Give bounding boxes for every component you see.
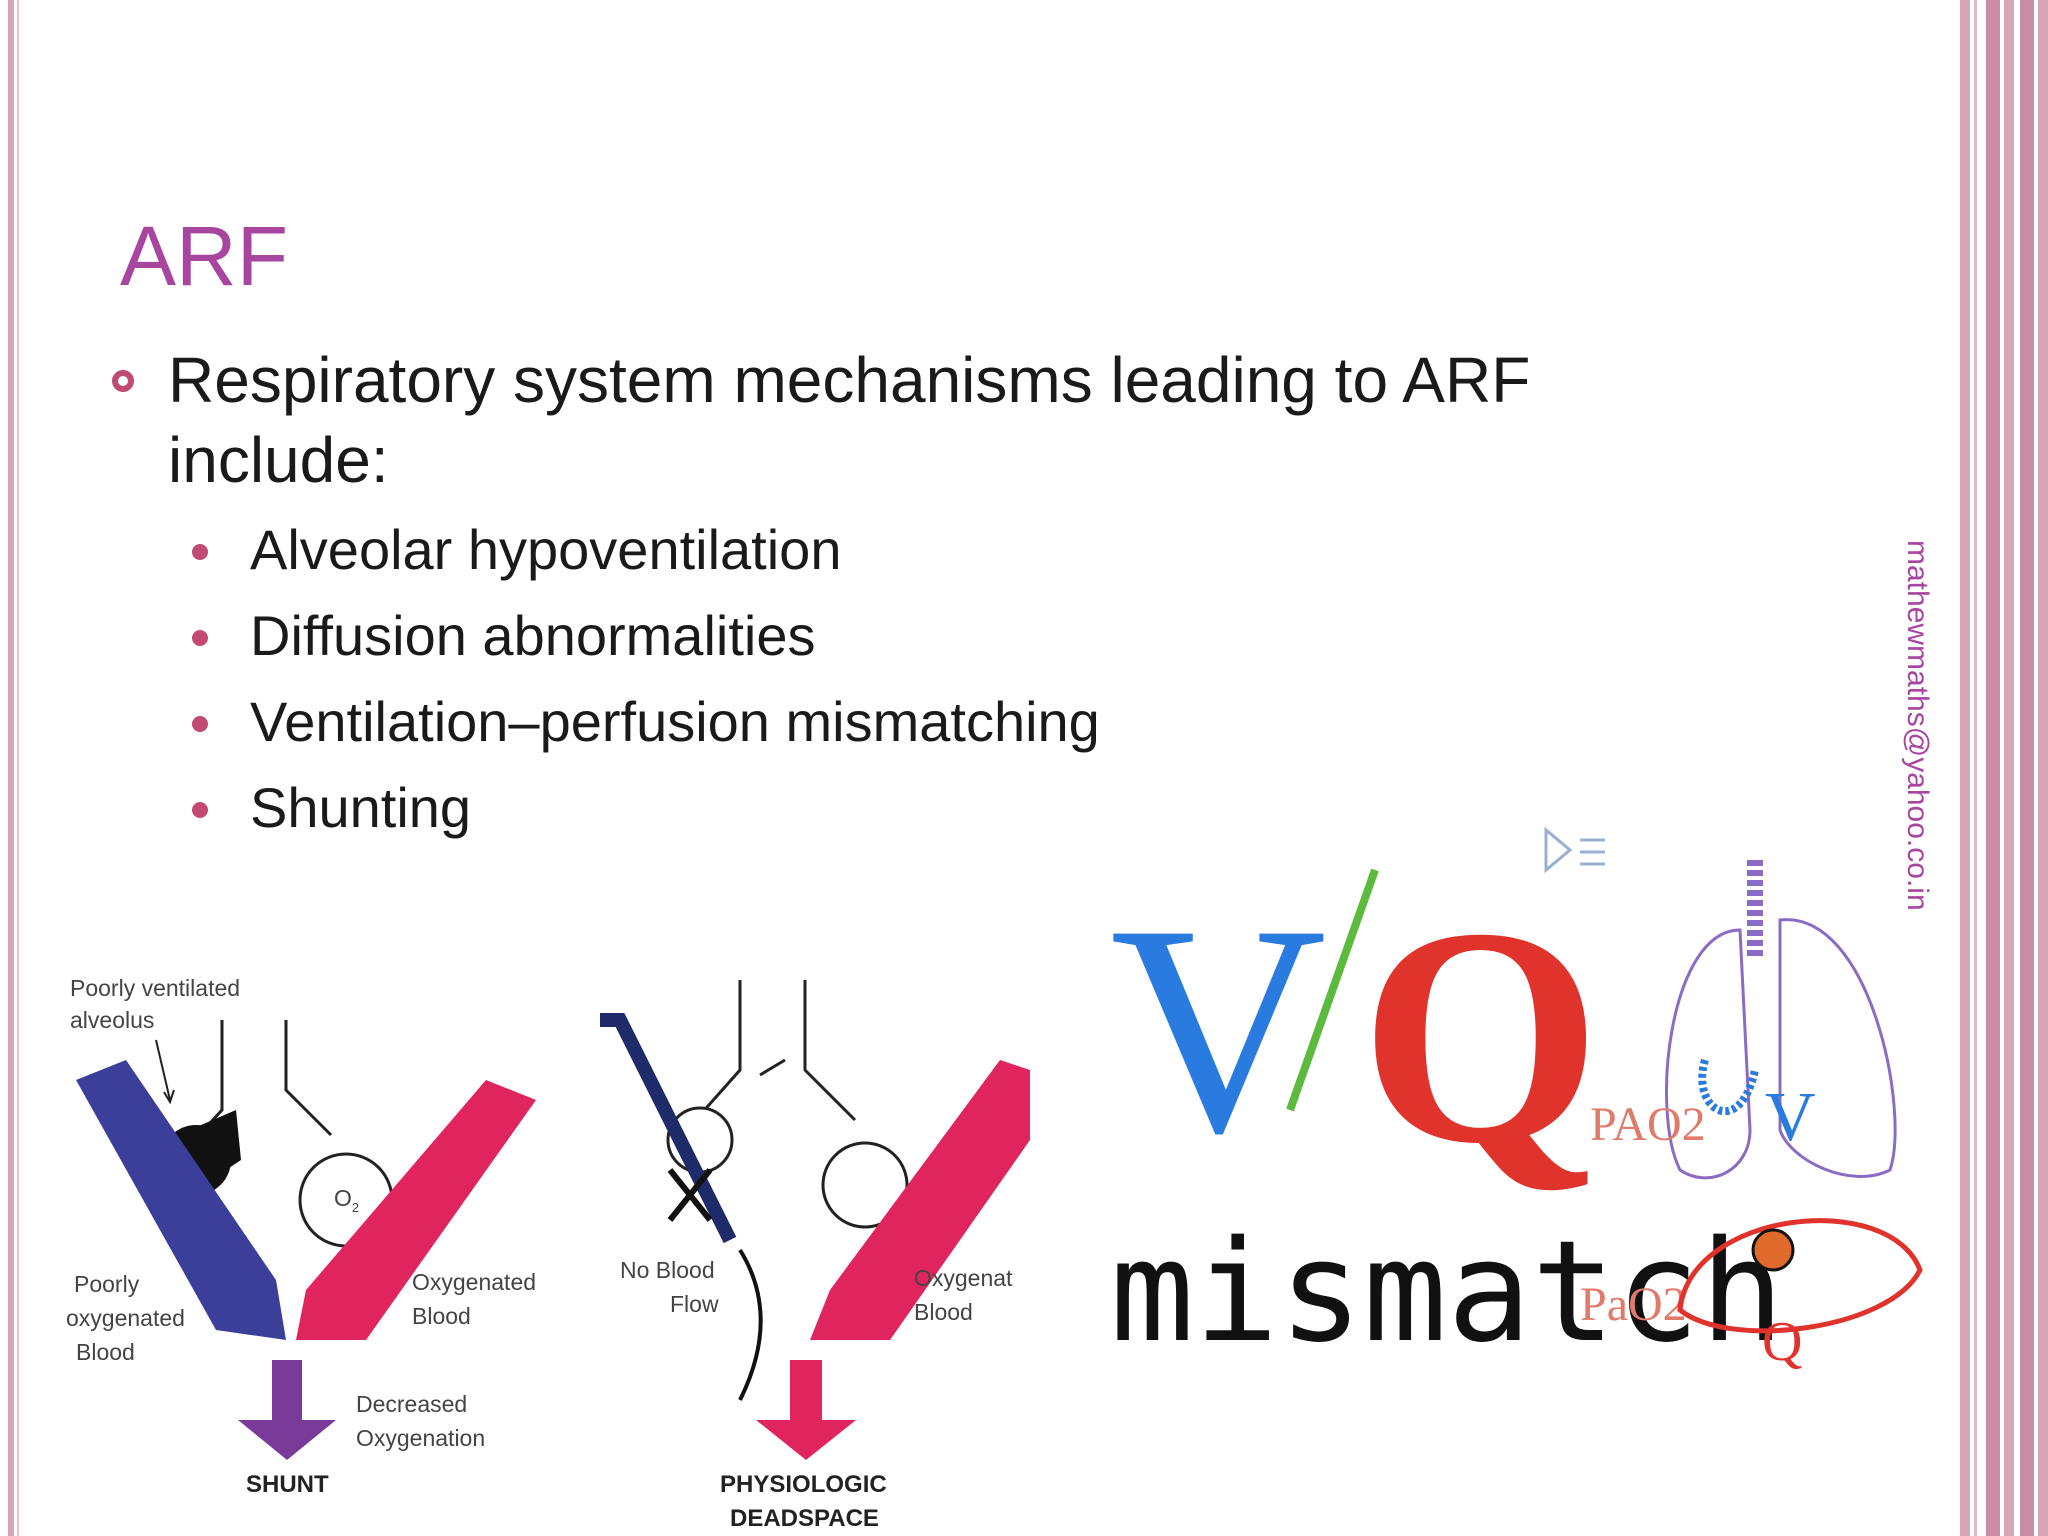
shunt-caption: SHUNT bbox=[246, 1471, 329, 1498]
pao2-arterial-label: PaO2 bbox=[1580, 1278, 1687, 1331]
capillary-icon bbox=[1677, 1218, 1923, 1334]
bullet-dot-icon bbox=[192, 716, 208, 732]
lung-left-icon bbox=[1665, 928, 1752, 1180]
bullet-dot-icon bbox=[192, 630, 208, 646]
vq-mismatch-image: V Q mismatch V PAO2 PaO2 Q bbox=[1110, 826, 1923, 1374]
poorly-oxygenated-label-2: oxygenated bbox=[66, 1305, 185, 1331]
alveolus-icon bbox=[1698, 1058, 1759, 1116]
no-blood-label-1: No Blood bbox=[620, 1257, 715, 1283]
blood-flow-arrow-icon bbox=[756, 1360, 856, 1460]
sub-bullet-list: Alveolar hypoventilation Diffusion abnor… bbox=[190, 512, 1100, 856]
poorly-oxygenated-label-3: Blood bbox=[76, 1339, 135, 1365]
oxygenated-label-1: Oxygenated bbox=[412, 1269, 536, 1295]
decreased-label-1: Decreased bbox=[356, 1391, 467, 1417]
oxygenated-label-2: Blood bbox=[412, 1303, 471, 1329]
no-flow-x-icon bbox=[667, 1168, 713, 1222]
oxygenated-vessel bbox=[296, 1080, 536, 1340]
v-letter: V bbox=[1110, 863, 1327, 1195]
deadspace-caption-1: PHYSIOLOGIC bbox=[720, 1471, 887, 1498]
sub-bullet-label: Shunting bbox=[250, 776, 472, 839]
play-list-icon bbox=[1544, 826, 1605, 874]
deadspace-diagram: No Blood Flow Oxygenat Blood PHYSIOLOGIC… bbox=[600, 980, 1030, 1532]
pointer-arrow-icon bbox=[155, 1039, 171, 1101]
blocked-vessel bbox=[600, 1013, 737, 1244]
oxygenated-vessel bbox=[810, 1060, 1030, 1340]
mismatch-word: mismatch bbox=[1110, 1211, 1784, 1374]
oxygenated-label-2: Blood bbox=[914, 1299, 973, 1325]
pao2-alveolar-label: PAO2 bbox=[1590, 1098, 1706, 1151]
shunt-diagram: Poorly ventilated alveolus O2 Poorly oxy… bbox=[66, 975, 536, 1498]
mixed-blood-arrow-icon bbox=[238, 1360, 336, 1460]
red-cell-icon bbox=[1751, 1228, 1795, 1272]
list-item: Ventilation–perfusion mismatching bbox=[190, 684, 1100, 770]
lung-right-icon bbox=[1778, 918, 1897, 1178]
airway-outline bbox=[698, 980, 857, 1122]
alveolus-right-icon bbox=[821, 1141, 909, 1229]
list-item: Shunting bbox=[190, 770, 1100, 856]
deadspace-caption-2: DEADSPACE bbox=[730, 1505, 879, 1532]
sub-bullet-label: Diffusion abnormalities bbox=[250, 604, 816, 667]
slide-right-stripes bbox=[1960, 0, 2048, 1536]
bullet-dot-icon bbox=[192, 544, 208, 560]
main-bullet-text: Respiratory system mechanisms leading to… bbox=[168, 344, 1531, 496]
poorly-ventilated-label-1: Poorly ventilated bbox=[70, 975, 240, 1001]
poorly-ventilated-label-2: alveolus bbox=[70, 1007, 154, 1033]
slash-line bbox=[1286, 868, 1379, 1112]
no-blood-label-2: Flow bbox=[670, 1291, 719, 1317]
slide-title: ARF bbox=[120, 209, 288, 303]
slide-left-border-inner bbox=[17, 0, 19, 1536]
bullet-dot-icon bbox=[192, 802, 208, 818]
deoxygenated-vessel bbox=[76, 1060, 286, 1340]
o2-label: O2 bbox=[334, 1185, 359, 1215]
q-letter: Q bbox=[1360, 865, 1601, 1208]
list-item: Alveolar hypoventilation bbox=[190, 512, 1100, 598]
list-item: Diffusion abnormalities bbox=[190, 598, 1100, 684]
sub-bullet-label: Alveolar hypoventilation bbox=[250, 518, 842, 581]
decreased-label-2: Oxygenation bbox=[356, 1425, 485, 1451]
sub-bullet-label: Ventilation–perfusion mismatching bbox=[250, 690, 1100, 753]
v-small-label: V bbox=[1765, 1079, 1816, 1156]
author-email: mathewmaths@yahoo.co.in bbox=[1901, 540, 1934, 911]
q-small-label: Q bbox=[1762, 1311, 1802, 1373]
poorly-oxygenated-label-1: Poorly bbox=[74, 1271, 140, 1297]
slide-left-border bbox=[8, 0, 14, 1536]
bullet-ring-icon bbox=[112, 370, 134, 392]
oxygenated-label-1: Oxygenat bbox=[914, 1265, 1013, 1291]
